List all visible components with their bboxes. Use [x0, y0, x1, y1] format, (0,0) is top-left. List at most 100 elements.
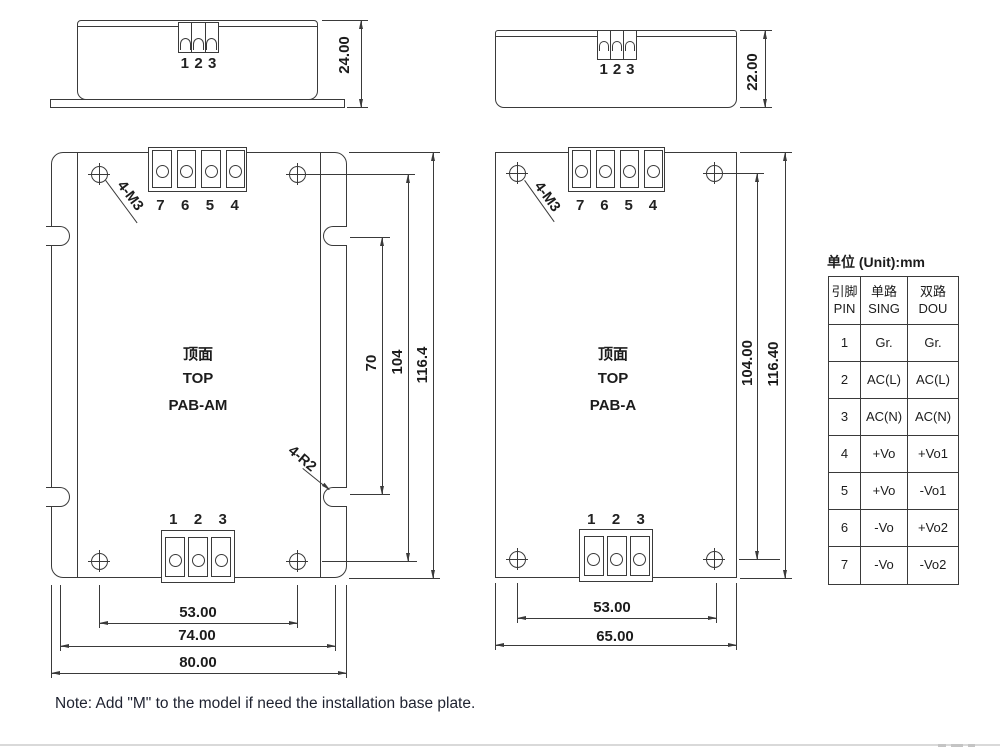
dim-label: 74.00 [178, 627, 216, 644]
extension-line [349, 152, 440, 153]
model-label: PAB-AM [168, 397, 228, 414]
terminal-hole [180, 165, 194, 178]
module-body-side [77, 20, 318, 100]
extension-line [350, 494, 390, 495]
dimension-line [60, 643, 336, 648]
screw-icon [88, 550, 110, 572]
terminal-cell [606, 536, 627, 576]
dim-label: 104 [389, 349, 406, 375]
pin-label: 2 [194, 55, 203, 72]
table-cell-dual: -Vo1 [908, 473, 958, 510]
table-cell-pin: 6 [829, 510, 861, 547]
terminal-cell [176, 150, 196, 188]
pin-assignment-table: 引脚 PIN 单路 SING 双路 DOU 1 Gr. Gr. 2 AC(L) … [828, 276, 959, 585]
extension-line [740, 107, 772, 108]
pin-label: 3 [636, 510, 645, 528]
terminal-hole [191, 554, 205, 567]
extension-line [60, 585, 61, 651]
pin-numbers-top: 7 6 5 4 [568, 196, 665, 214]
screw-icon [703, 162, 725, 184]
connector-divider [191, 23, 192, 52]
dim-label: 116.4 [414, 346, 431, 384]
dim-label: 116.40 [765, 341, 782, 387]
connector-divider [205, 23, 206, 52]
header-dual-cn: 双路 [919, 283, 946, 299]
pin-label: 5 [624, 196, 633, 214]
terminal-hole [575, 165, 589, 178]
extension-line [322, 20, 368, 21]
terminal-cell [595, 150, 615, 188]
terminal-scallop [180, 38, 191, 50]
table-cell-single: AC(N) [861, 399, 908, 436]
table-cell-dual: AC(L) [908, 362, 958, 399]
dimension-line [379, 237, 384, 495]
dimension-line [405, 174, 410, 562]
connector-divider [610, 31, 611, 59]
pin-label: 2 [193, 510, 203, 528]
face-label-en: TOP [597, 370, 629, 387]
bottom-divider [0, 744, 1000, 746]
mounting-flange [51, 152, 347, 578]
terminal-cell [583, 536, 604, 576]
extension-line [349, 578, 440, 579]
table-cell-pin: 2 [829, 362, 861, 399]
pin-label: 6 [600, 196, 609, 214]
dimension-line [754, 173, 759, 560]
extension-line [740, 578, 792, 579]
face-label-cn: 顶面 [182, 346, 213, 363]
table-cell-single: -Vo [861, 510, 908, 547]
screw-icon [88, 163, 110, 185]
dim-label: 70 [363, 354, 380, 372]
table-cell-single: Gr. [861, 325, 908, 362]
mounting-slot [46, 226, 70, 246]
header-single-en: SING [868, 300, 900, 316]
mounting-slot [323, 487, 347, 507]
table-cell-single: +Vo [861, 473, 908, 510]
mounting-slot [46, 487, 70, 507]
pin-label: 1 [587, 510, 596, 528]
extension-line [736, 583, 737, 650]
terminal-cell [225, 150, 245, 188]
extension-line [740, 30, 772, 31]
dim-label: 65.00 [596, 628, 634, 645]
table-cell-single: +Vo [861, 436, 908, 473]
terminal-hole [155, 165, 169, 178]
dimension-line [430, 152, 435, 579]
watermark-fragment [968, 744, 975, 747]
table-cell-dual: +Vo1 [908, 436, 958, 473]
dim-label: 104.00 [739, 340, 756, 386]
terminal-hole [587, 553, 601, 566]
pin-label: 4 [230, 196, 239, 214]
extension-line [740, 152, 792, 153]
pin-label: 2 [612, 61, 622, 78]
pin-label: 7 [575, 196, 585, 214]
header-single-cn: 单路 [870, 283, 897, 299]
extension-line [51, 585, 52, 678]
pin-label: 3 [626, 61, 635, 78]
body-edge-line [77, 153, 78, 577]
face-label-en: TOP [182, 370, 214, 387]
terminal-scallop [193, 38, 204, 50]
extension-line [99, 585, 100, 628]
terminal-cell [571, 150, 591, 188]
terminal-scallop [612, 41, 622, 51]
unit-label: 单位 (Unit):mm [827, 254, 925, 270]
extension-line [724, 173, 764, 174]
terminal-hole [204, 165, 218, 178]
pin-label: 4 [648, 196, 658, 214]
header-pin-cn: 引脚 [831, 283, 858, 299]
header-dual-en: DOU [918, 300, 948, 316]
terminal-cell [152, 150, 172, 188]
model-label: PAB-A [589, 397, 637, 414]
module-body [495, 152, 737, 578]
table-cell-pin: 5 [829, 473, 861, 510]
extension-line [322, 561, 417, 562]
terminal-hole [610, 553, 624, 566]
pin-label: 5 [205, 196, 215, 214]
pin-label: 7 [156, 196, 165, 214]
pin-numbers-bottom: 1 2 3 [579, 510, 653, 528]
body-edge-line [320, 153, 321, 577]
extension-line [495, 583, 496, 650]
table-cell-dual: -Vo2 [919, 557, 947, 573]
